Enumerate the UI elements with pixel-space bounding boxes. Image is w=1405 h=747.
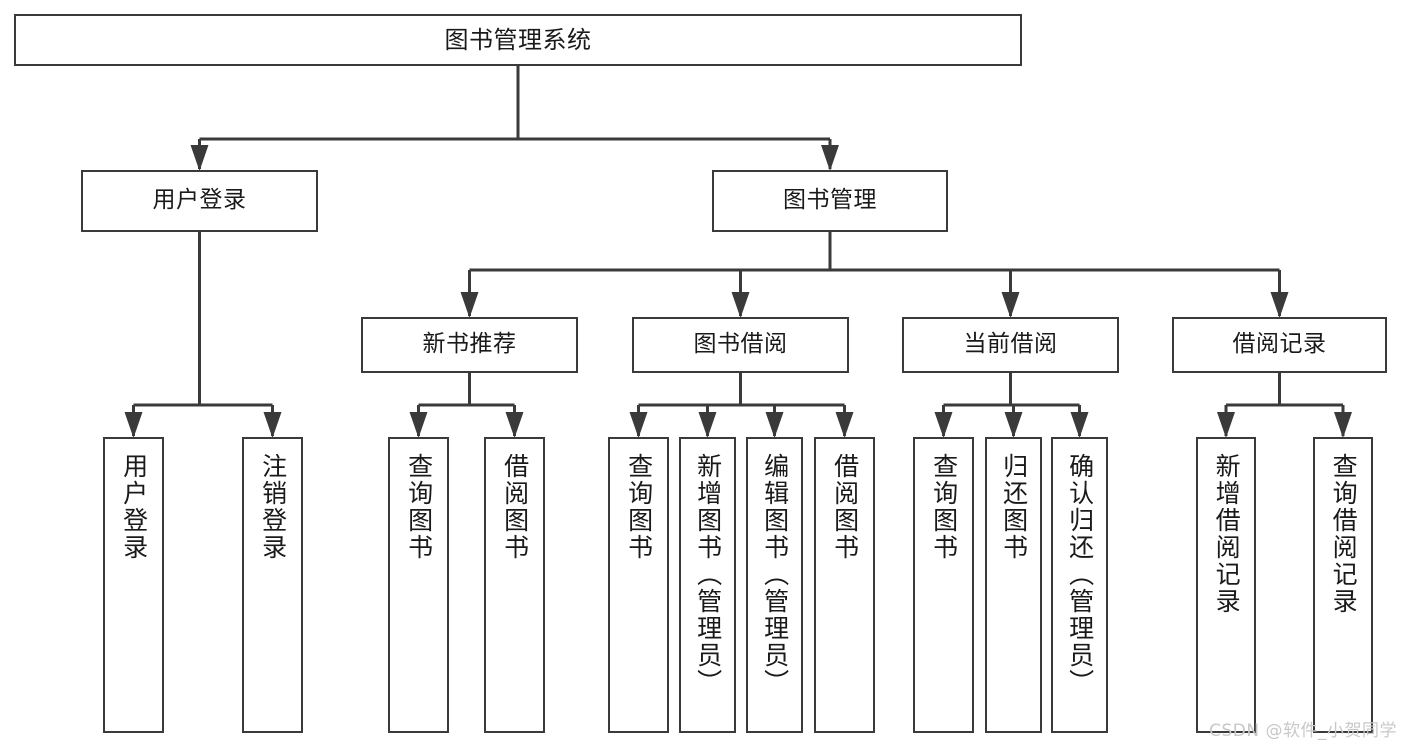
node-label: 注销登录	[258, 453, 288, 561]
node-leaf-return-book[interactable]: 归还图书	[985, 437, 1042, 733]
node-book-management[interactable]: 图书管理	[712, 170, 948, 232]
node-leaf-borrow-book-1[interactable]: 借阅图书	[484, 437, 545, 733]
node-leaf-query-book-3[interactable]: 查询图书	[913, 437, 974, 733]
node-label: 借阅图书	[500, 453, 530, 561]
node-leaf-logout[interactable]: 注销登录	[242, 437, 303, 733]
node-label: 新增图书（管理员）	[693, 453, 723, 696]
node-label: 查询图书	[929, 453, 959, 561]
node-book-management-system[interactable]: 图书管理系统	[14, 14, 1022, 66]
node-label: 用户登录	[119, 453, 149, 561]
node-label: 新增借阅记录	[1212, 453, 1242, 615]
node-label: 归还图书	[999, 453, 1029, 561]
node-label: 查询借阅记录	[1329, 453, 1359, 615]
node-borrowing-record[interactable]: 借阅记录	[1172, 317, 1387, 373]
node-label: 借阅记录	[1232, 331, 1327, 358]
node-label: 编辑图书（管理员）	[760, 453, 790, 696]
node-leaf-edit-book[interactable]: 编辑图书（管理员）	[746, 437, 803, 733]
node-leaf-add-record[interactable]: 新增借阅记录	[1196, 437, 1256, 733]
node-leaf-add-book[interactable]: 新增图书（管理员）	[679, 437, 736, 733]
node-book-borrowing[interactable]: 图书借阅	[632, 317, 849, 373]
node-label: 确认归还（管理员）	[1065, 453, 1095, 696]
node-leaf-query-record[interactable]: 查询借阅记录	[1313, 437, 1373, 733]
node-label: 当前借阅	[963, 331, 1058, 358]
node-label: 借阅图书	[830, 453, 860, 561]
watermark-text: CSDN @软件_小贺同学	[1209, 721, 1397, 741]
node-user-login[interactable]: 用户登录	[81, 170, 318, 232]
node-leaf-borrow-book-2[interactable]: 借阅图书	[814, 437, 875, 733]
node-leaf-query-book-2[interactable]: 查询图书	[608, 437, 669, 733]
node-label: 图书管理系统	[444, 25, 592, 54]
node-label: 图书管理	[783, 187, 877, 214]
node-label: 查询图书	[624, 453, 654, 561]
node-label: 查询图书	[404, 453, 434, 561]
node-leaf-confirm-return[interactable]: 确认归还（管理员）	[1051, 437, 1108, 733]
node-current-borrowing[interactable]: 当前借阅	[902, 317, 1119, 373]
node-leaf-user-login[interactable]: 用户登录	[103, 437, 164, 733]
node-leaf-query-book-1[interactable]: 查询图书	[388, 437, 449, 733]
node-label: 用户登录	[152, 187, 247, 214]
node-label: 新书推荐	[422, 331, 517, 358]
node-new-book-recommendation[interactable]: 新书推荐	[361, 317, 578, 373]
node-label: 图书借阅	[693, 331, 788, 358]
